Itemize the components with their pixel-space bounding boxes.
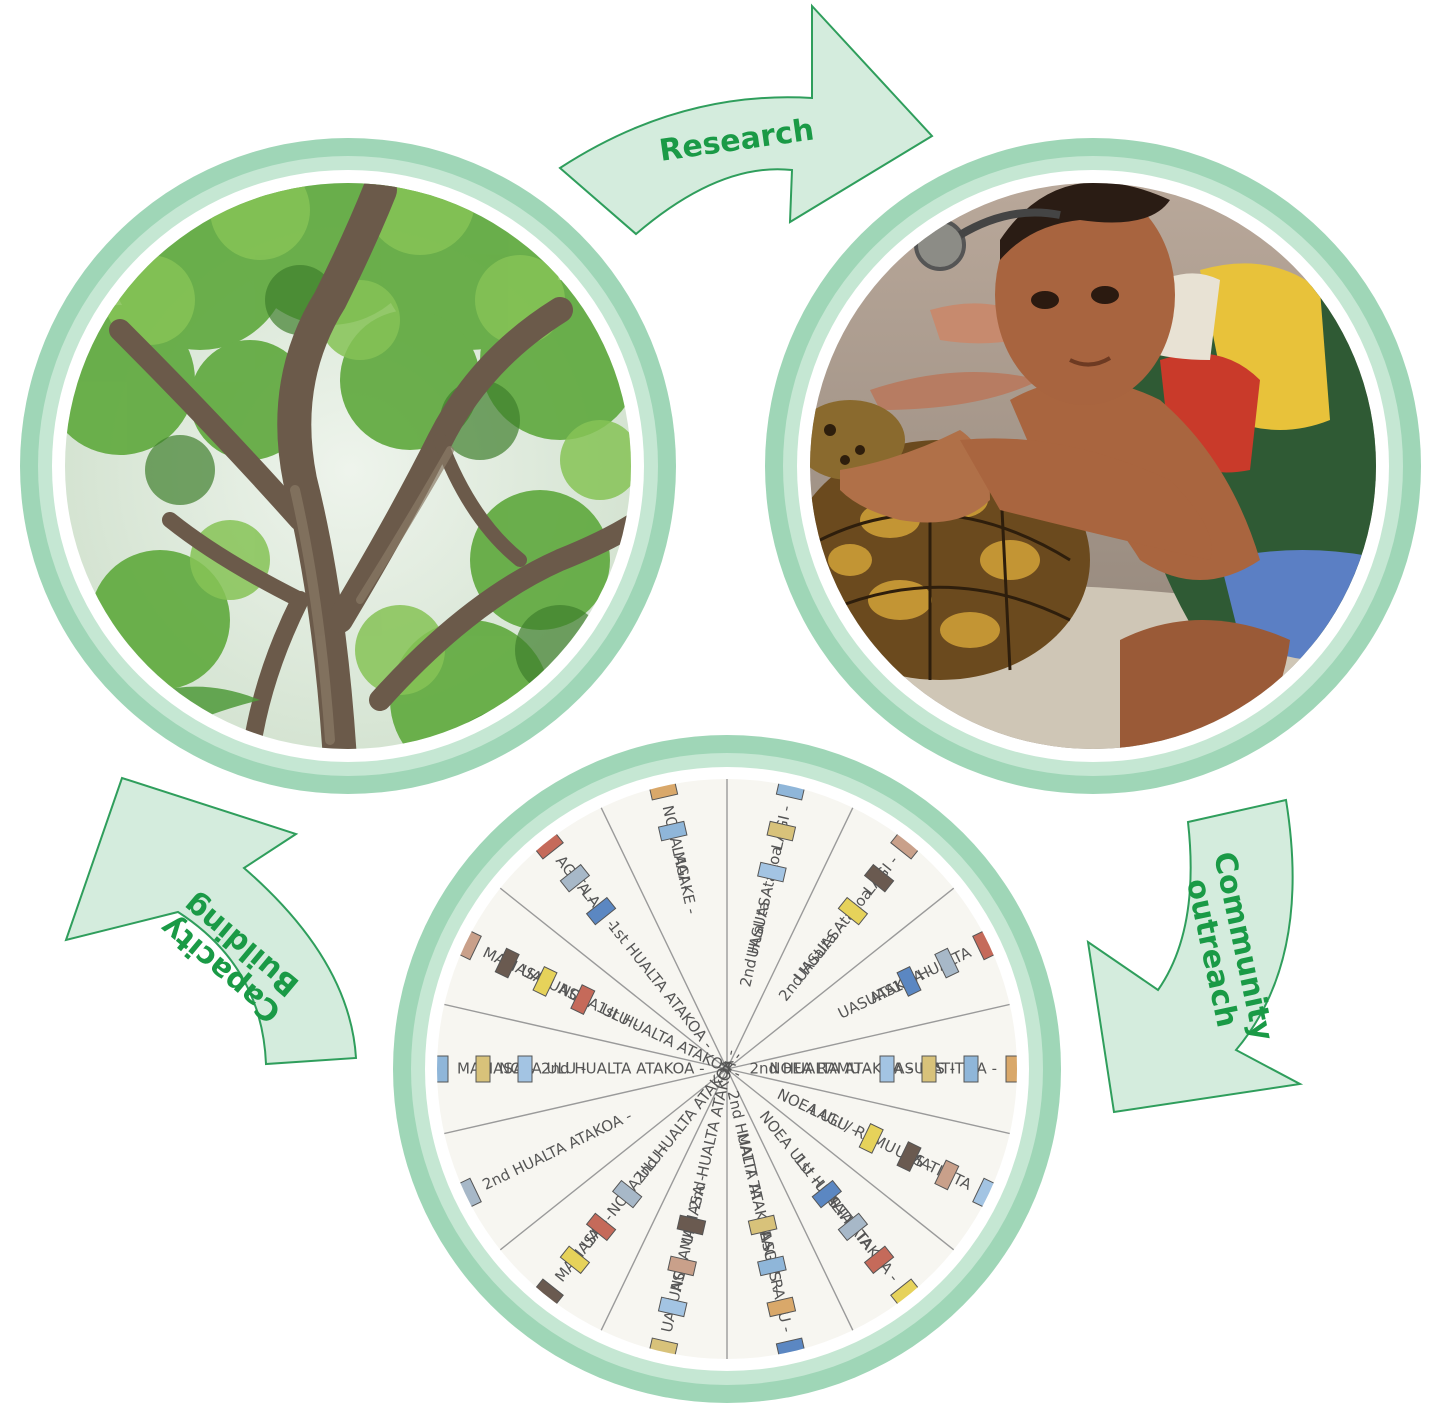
wheel-color-box <box>766 820 797 842</box>
wheel-color-box <box>747 1214 778 1236</box>
wheel-color-box <box>1005 1055 1017 1083</box>
wheel-color-box <box>896 965 922 997</box>
wheel-spoke <box>492 881 728 1070</box>
wheel-label: NOEA RAMU - <box>769 1060 871 1078</box>
wheel-color-box <box>963 1055 979 1083</box>
wheel-color-box <box>657 1296 688 1318</box>
wheel-spoke <box>596 1068 728 1340</box>
wheel-color-box <box>766 1296 797 1318</box>
wheel-color-box <box>879 1055 895 1083</box>
wheel-label: UASUAS - <box>883 1060 955 1078</box>
wheel-color-box <box>585 1212 617 1242</box>
wheel-color-box <box>437 1055 449 1083</box>
wheel-color-box <box>494 947 520 979</box>
wheel-label: 2nd HUALTA ATAKOA - <box>541 1060 705 1078</box>
wheel-color-box <box>657 820 688 842</box>
boy-with-turtle-image <box>810 183 1376 749</box>
wheel-color-box <box>667 1255 697 1277</box>
wheel-color-box <box>559 1245 591 1275</box>
wheel-color-box <box>837 896 869 926</box>
research-arrow: Research <box>558 3 934 236</box>
wheel-color-box <box>676 1214 707 1236</box>
wheel-color-box <box>532 965 558 997</box>
wheel-spoke <box>726 1068 858 1340</box>
wheel-color-box <box>757 861 787 883</box>
wheel-color-box <box>863 1245 895 1275</box>
wheel-color-box <box>570 984 596 1016</box>
wheel-spoke <box>726 881 962 1070</box>
wheel-color-box <box>811 1179 843 1209</box>
wheel-color-box <box>934 947 960 979</box>
wheel-spoke <box>726 798 858 1070</box>
wheel-spoke <box>437 1068 728 1137</box>
wheel-spoke <box>726 1068 1017 1137</box>
wheel-color-box <box>858 1122 884 1154</box>
wheel-color-box <box>921 1055 937 1083</box>
wheel-color-box <box>896 1141 922 1173</box>
capacity-building-arrow: Capacity Building <box>64 776 358 1066</box>
tree-photo-circle <box>20 138 676 794</box>
wheel-label: 2nd HUALTA ATAKOA - <box>749 1060 913 1078</box>
boy-turtle-photo-circle <box>765 138 1421 794</box>
wheel-color-box <box>837 1212 869 1242</box>
wheel-color-box <box>475 1055 491 1083</box>
wheel-color-box <box>559 863 591 893</box>
wheel-spoke <box>726 1001 1017 1070</box>
wheel-spoke <box>596 798 728 1070</box>
wheel-color-box <box>517 1055 533 1083</box>
wheel-spoke <box>437 1001 728 1070</box>
wheel-color-box <box>863 863 895 893</box>
wheel-color-box <box>611 1179 643 1209</box>
wheel-color-box <box>757 1255 787 1277</box>
wheel-color-box <box>585 896 617 926</box>
wheel-color-box <box>934 1159 960 1191</box>
wheel-spoke <box>492 1068 728 1257</box>
wheel-spoke <box>726 1068 962 1257</box>
community-outreach-arrow: Community outreach <box>1086 798 1304 1114</box>
